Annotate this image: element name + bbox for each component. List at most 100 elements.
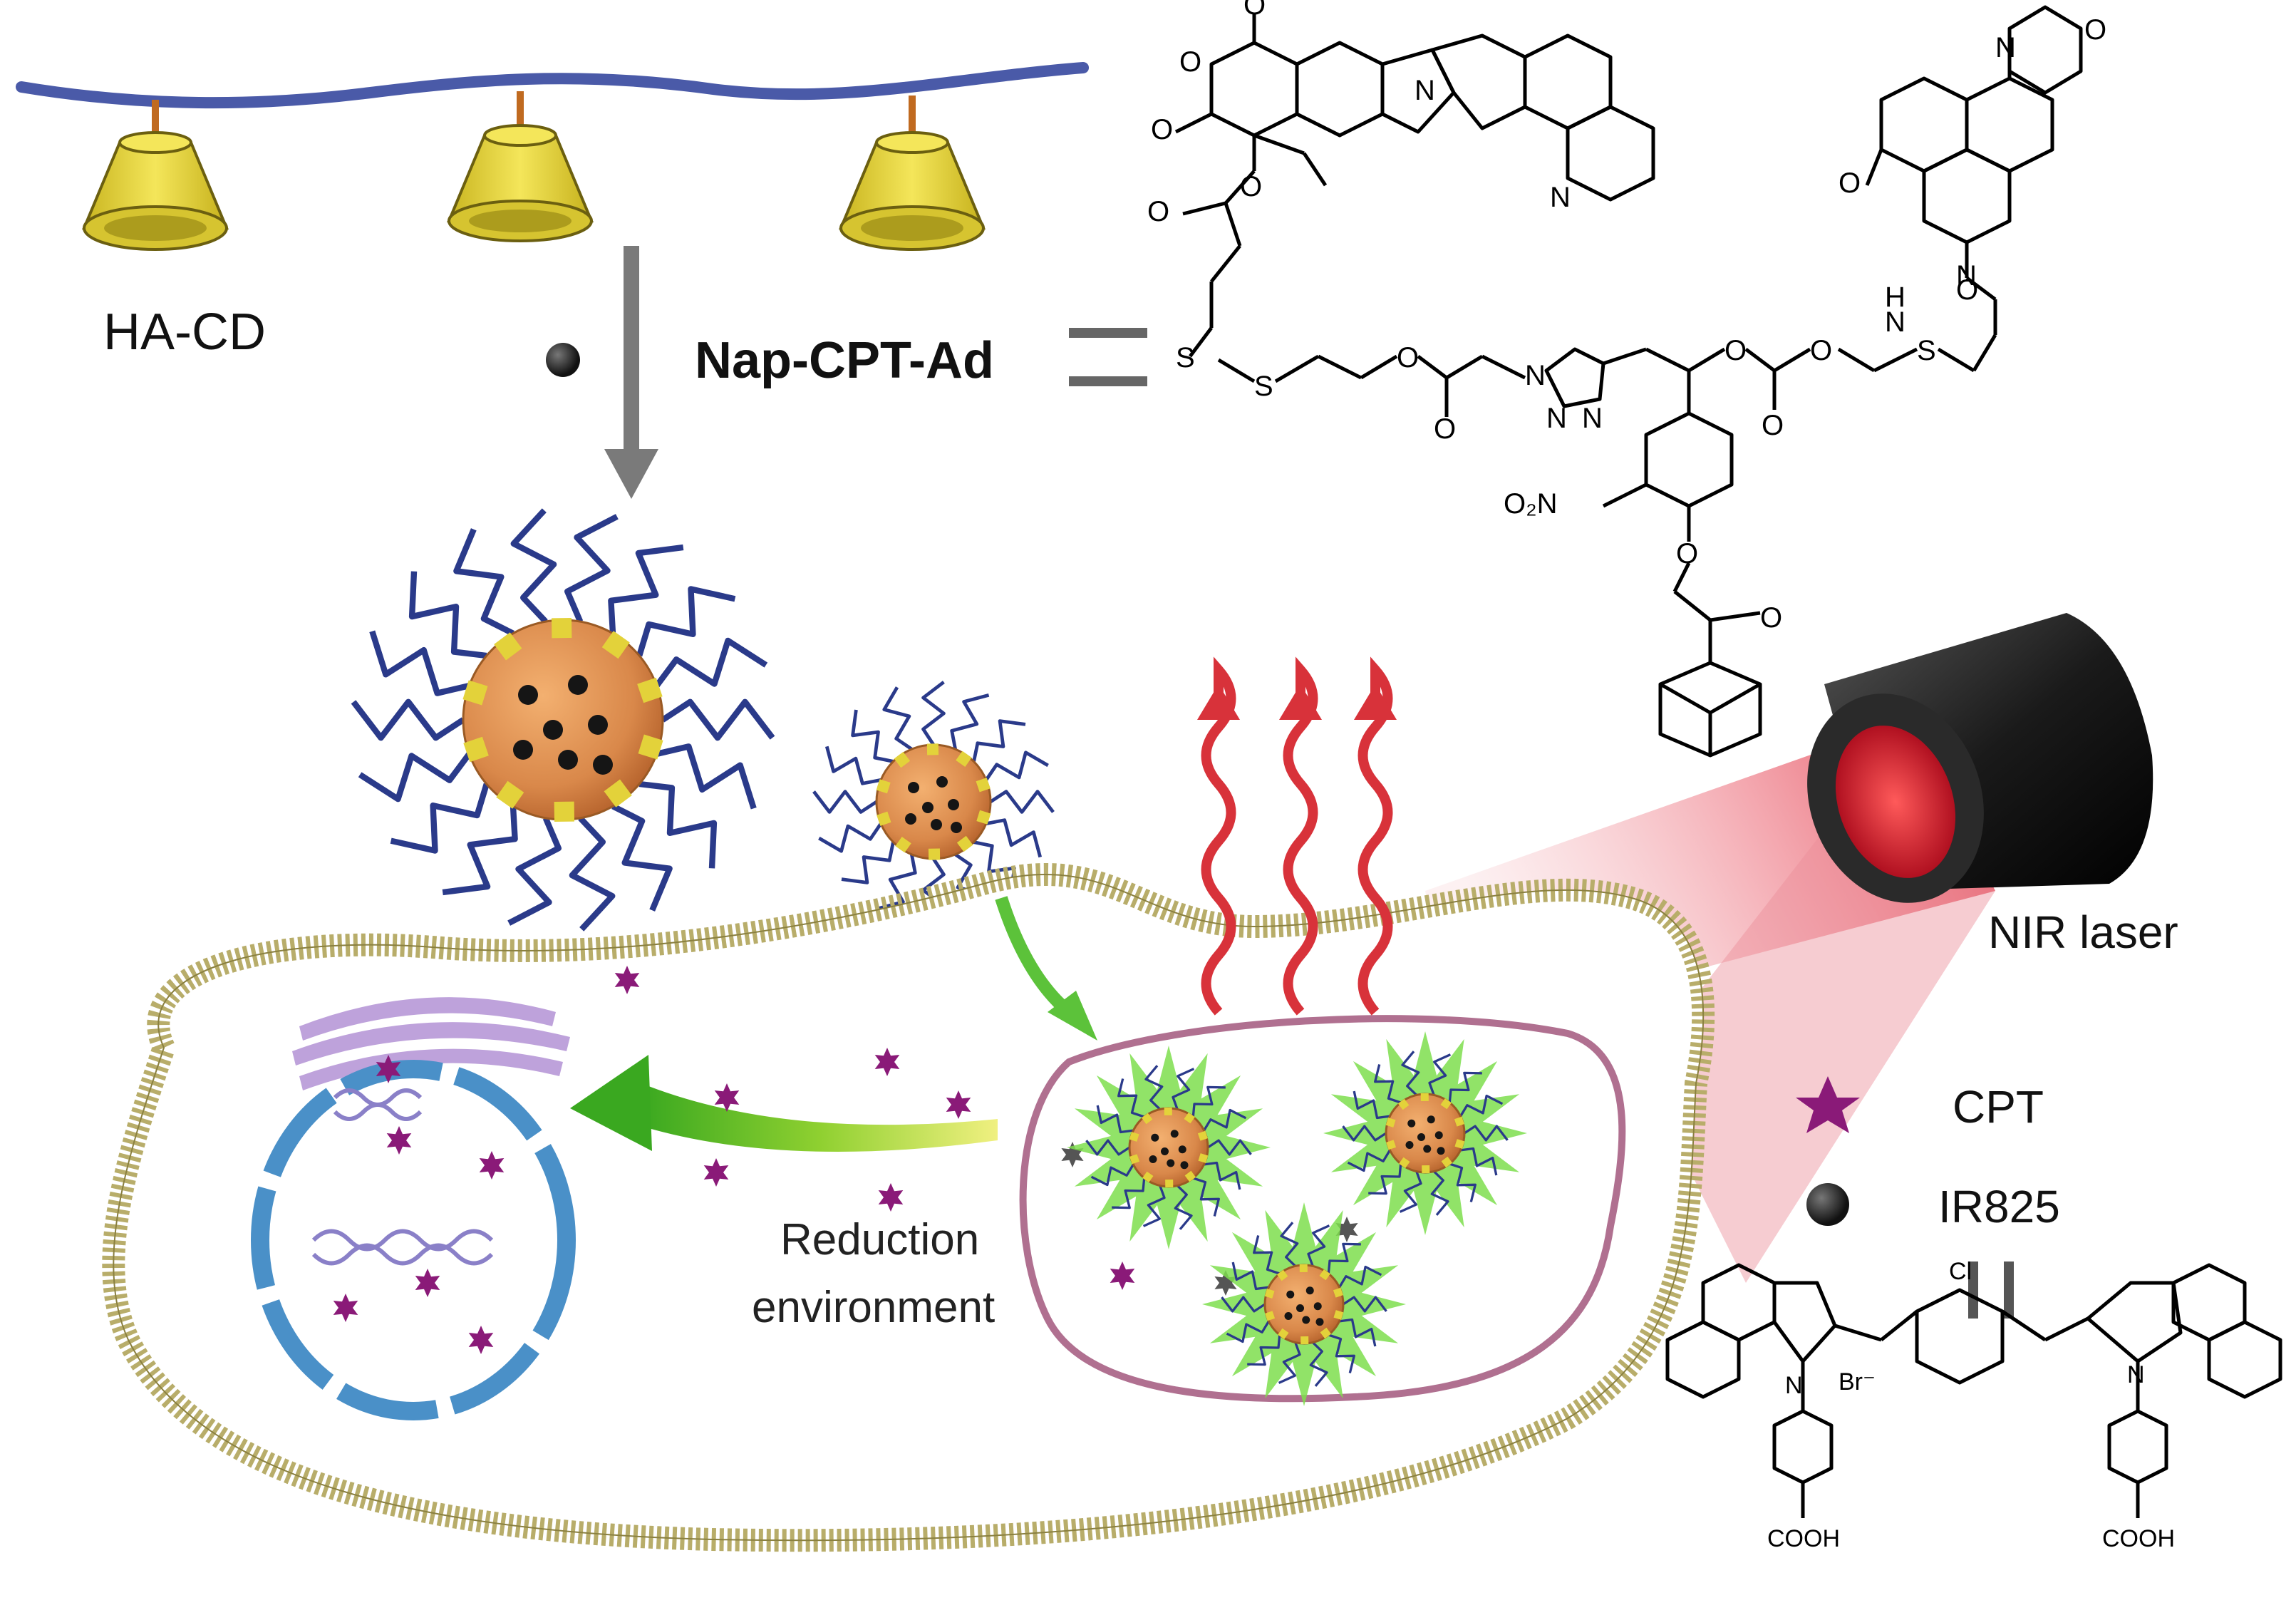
ha-tail: [1231, 1261, 1269, 1291]
cpt-star-icon: [1110, 1261, 1135, 1290]
cpt-star-icon: [386, 1126, 412, 1155]
cyclodextrin-patch: [1385, 1118, 1396, 1128]
cyclodextrin-patch: [1333, 1310, 1344, 1320]
cyclodextrin-patch: [496, 780, 524, 809]
ha-tail: [986, 818, 1043, 858]
cyclodextrin-patch: [1319, 1269, 1330, 1281]
ha-tail: [358, 752, 472, 803]
cyclodextrin-patch: [876, 779, 891, 794]
ir825-dot: [1178, 1145, 1186, 1154]
atom-label: O: [1956, 274, 1978, 306]
atom-label: N: [1785, 1372, 1803, 1399]
ha-tail: [638, 780, 718, 869]
ha-tail: [1096, 1105, 1134, 1134]
lysosomal-nanoparticles: [1067, 1031, 1527, 1406]
ir825-dot: [1437, 1147, 1445, 1155]
cyclodextrin-patch: [1454, 1139, 1465, 1149]
cpt-star-icon: [946, 1090, 971, 1119]
ha-tail: [636, 586, 736, 657]
cyclodextrin-patch: [551, 618, 572, 639]
atom-label: H: [1885, 282, 1905, 313]
nanoparticle-core: [1385, 1093, 1466, 1174]
ha-tail: [1428, 1053, 1452, 1095]
ha-tail: [351, 698, 465, 741]
ha-tail: [818, 822, 883, 853]
atom-label: O: [1839, 167, 1861, 199]
ha-tail: [882, 686, 913, 751]
ir825-dot: [1434, 1131, 1443, 1140]
ha-tail: [1307, 1224, 1330, 1266]
ha-tail: [1401, 1051, 1420, 1096]
atom-label: O: [1434, 413, 1456, 445]
ha-tail: [851, 709, 894, 763]
ha-tail: [1117, 1078, 1145, 1118]
cpt-star-icon: [614, 966, 640, 994]
ir825-dot: [1286, 1290, 1295, 1299]
cyclodextrin-patch: [1164, 1107, 1172, 1115]
ha-tail: [656, 743, 757, 810]
release-arrow: [570, 1055, 998, 1152]
ha-cd-polymer: [16, 62, 1089, 251]
atom-label: O: [1760, 602, 1782, 634]
equals-sign-icon: [1069, 328, 1147, 386]
cpt-star-icon: [878, 1183, 904, 1212]
ha-tail: [1142, 1185, 1166, 1227]
ir825-dot: [936, 776, 948, 788]
dna-icon: [311, 1088, 494, 1266]
ha-tail: [1247, 1334, 1281, 1366]
cpt-star-icon: [1061, 1142, 1084, 1167]
ha-tail: [390, 783, 490, 854]
ha-tail: [1448, 1071, 1482, 1103]
cyclodextrin-patch: [1142, 1171, 1154, 1183]
cyclodextrin-bell: [447, 91, 594, 242]
atom-label: S: [1254, 371, 1273, 402]
cyclodextrin-patch: [956, 750, 972, 767]
ha-tail: [1085, 1139, 1130, 1156]
heat-arrow-icon: [1197, 656, 1240, 1016]
ir825-legend-dot-icon: [1806, 1183, 1849, 1226]
ha-tail: [1343, 1296, 1387, 1313]
cpt-star-icon: [333, 1294, 358, 1322]
ir825-structure: [1665, 1263, 2282, 1518]
cpt-star-icon: [1214, 1270, 1237, 1296]
cyclodextrin-patch: [1420, 1093, 1429, 1101]
nap-cpt-ad-atom-labels: O O O N N O O S S O O N N N O O O S N H …: [1147, 0, 2106, 634]
cyclodextrin-patch: [1454, 1116, 1464, 1127]
ir825-dot: [1305, 1286, 1314, 1295]
cpt-star-icon: [1796, 1076, 1860, 1133]
ha-tail: [1172, 1068, 1195, 1110]
ha-tail: [1338, 1265, 1382, 1288]
cyclodextrin-patch: [1399, 1157, 1410, 1169]
ha-tail: [972, 719, 1026, 762]
nir-laser-device-icon: [1807, 613, 2153, 903]
cyclodextrin-patch: [601, 631, 630, 659]
cyclodextrin-patch: [1440, 1098, 1452, 1110]
ir825-dot: [513, 740, 533, 760]
atom-label: O: [1397, 342, 1419, 373]
cyclodextrin-patch: [1422, 1165, 1430, 1174]
cyclodextrin-patch: [876, 811, 891, 826]
atom-label: S: [1176, 342, 1195, 373]
ha-tail: [1203, 1108, 1247, 1131]
atom-label: O: [1762, 410, 1784, 441]
ha-tail: [1144, 1065, 1164, 1110]
heat-arrow-icon: [1279, 656, 1322, 1016]
ha-tail: [1174, 1185, 1193, 1230]
cyclodextrin-patch: [976, 778, 991, 793]
ir825-dot: [518, 685, 538, 705]
atom-label: Cl: [1949, 1258, 1972, 1285]
cpt-star-icon: [714, 1083, 740, 1112]
ha-tail: [1278, 1342, 1301, 1384]
ir825-dot: [1407, 1119, 1416, 1128]
atom-label: COOH: [2102, 1525, 2175, 1552]
atom-label: N: [1956, 260, 1977, 291]
ha-tail: [408, 571, 487, 659]
ir825-dot: [931, 819, 942, 830]
ha-tail: [984, 750, 1049, 781]
ha-tail: [1253, 1235, 1281, 1275]
ir825-atom-labels: N Br⁻ Cl N COOH COOH: [1767, 1258, 2175, 1552]
atom-label: O: [1240, 171, 1262, 202]
cyclodextrin-patch: [1320, 1327, 1332, 1339]
cyclodextrin-patch: [637, 677, 663, 703]
cyclodextrin-patch: [956, 835, 973, 852]
